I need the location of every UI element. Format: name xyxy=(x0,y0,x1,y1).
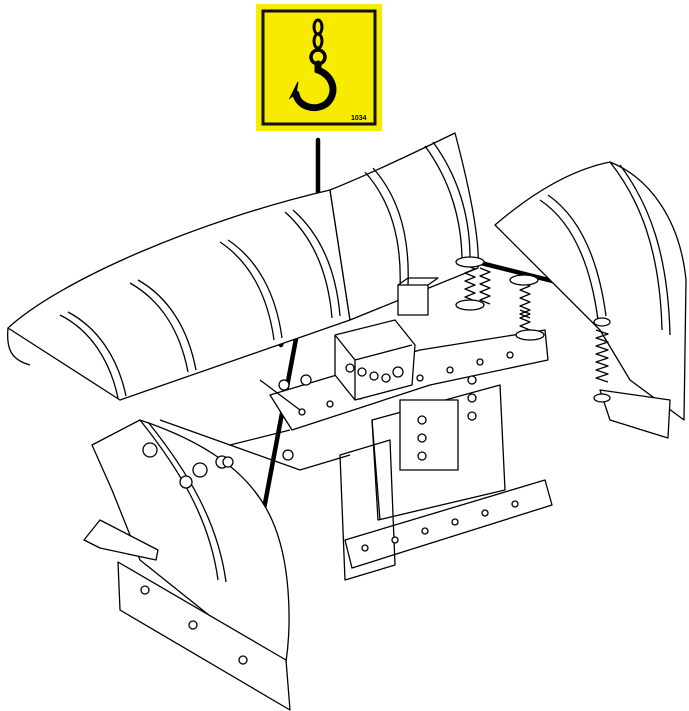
left-moldboard-ribs xyxy=(59,209,341,399)
decal-code: 1034 xyxy=(351,115,367,122)
right-wing-spring xyxy=(595,329,609,383)
valve-fittings xyxy=(345,363,404,383)
lifting-hook-icon xyxy=(288,18,337,112)
left-moldboard xyxy=(7,189,351,401)
mount-plate xyxy=(344,479,553,569)
decal-frame xyxy=(261,9,377,126)
left-skid-shoe xyxy=(83,519,159,561)
solenoid-box xyxy=(397,284,429,316)
left-wing-blade xyxy=(91,419,290,663)
center-moldboard xyxy=(329,132,479,321)
mount-rail xyxy=(339,439,396,581)
valve-block xyxy=(334,319,416,401)
cutting-edge-bolts xyxy=(140,585,248,665)
left-cutting-edge xyxy=(117,561,291,711)
lift-point-decal: 1034 xyxy=(256,4,382,131)
center-moldboard-ribs xyxy=(364,141,471,289)
pump-ports xyxy=(417,375,477,461)
right-cutting-edge xyxy=(599,389,671,439)
pump-housing xyxy=(399,399,459,471)
plow-line-art xyxy=(6,132,687,711)
